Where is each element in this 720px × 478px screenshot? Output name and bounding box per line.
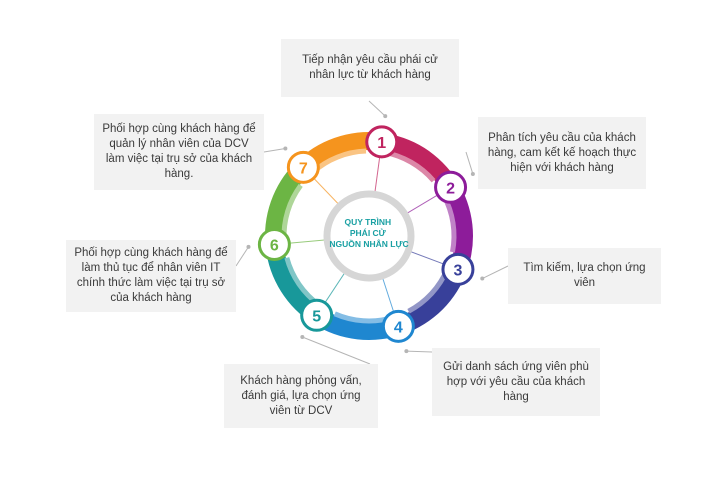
center-title-line-1: QUY TRÌNH: [345, 217, 392, 227]
step-6-badge: [257, 228, 291, 262]
step-4-badge: [381, 309, 415, 343]
connector-line-6: [235, 246, 249, 267]
connector-line-4: [406, 350, 433, 353]
connector-dot-4: [404, 349, 409, 354]
step-5-description: Khách hàng phỏng vấn, đánh giá, lựa chọn…: [224, 364, 378, 428]
step-7-text: Phối hợp cùng khách hàng để quản lý nhân…: [102, 123, 256, 180]
step-5-badge: [300, 298, 334, 332]
step-3-description: Tìm kiếm, lựa chọn ứng viên: [508, 248, 661, 304]
step-1-text: Tiếp nhận yêu cầu phái cử nhân lực từ kh…: [302, 54, 438, 81]
connector-line-7: [263, 148, 286, 153]
step-6-text: Phối hợp cùng khách hàng để làm thủ tục …: [74, 247, 228, 304]
center-circle: [323, 190, 415, 282]
step-4-description: Gửi danh sách ứng viên phù hợp với yêu c…: [432, 348, 600, 416]
step-4-text: Gửi danh sách ứng viên phù hợp với yêu c…: [443, 360, 589, 403]
step-5-text: Khách hàng phỏng vấn, đánh giá, lựa chọn…: [240, 374, 362, 417]
step-4-number: 4: [394, 319, 403, 336]
center-title-line-3: NGUỒN NHÂN LỰC: [329, 238, 408, 249]
connector-line-5: [302, 336, 371, 365]
connector-dot-3: [480, 276, 485, 281]
step-2-description: Phân tích yêu cầu của khách hàng, cam kế…: [478, 117, 646, 189]
connector-line-2: [465, 151, 474, 175]
step-7-badge: [286, 150, 320, 184]
connector-dot-1: [383, 114, 388, 119]
step-3-number: 3: [453, 262, 462, 279]
step-7-description: Phối hợp cùng khách hàng để quản lý nhân…: [94, 114, 264, 190]
step-1-description: Tiếp nhận yêu cầu phái cử nhân lực từ kh…: [281, 39, 459, 97]
connector-line-3: [482, 265, 509, 279]
center-title-line-2: PHÁI CỬ: [350, 227, 387, 238]
connector-dot-6: [246, 244, 251, 249]
connector-dot-2: [470, 171, 475, 176]
connector-dot-7: [283, 146, 288, 151]
step-7-number: 7: [299, 160, 308, 177]
step-6-number: 6: [270, 238, 279, 255]
connector-line-1: [368, 100, 386, 117]
step-6-description: Phối hợp cùng khách hàng để làm thủ tục …: [66, 240, 236, 312]
step-2-text: Phân tích yêu cầu của khách hàng, cam kế…: [487, 131, 637, 174]
step-2-badge: [434, 170, 468, 204]
step-3-text: Tìm kiếm, lựa chọn ứng viên: [523, 262, 646, 289]
step-5-number: 5: [312, 308, 321, 325]
step-1-badge: [365, 125, 399, 159]
step-3-badge: [441, 252, 475, 286]
connector-dot-5: [300, 334, 305, 339]
step-2-number: 2: [446, 180, 455, 197]
center-title: QUY TRÌNH PHÁI CỬ NGUỒN NHÂN LỰC: [329, 217, 408, 249]
step-1-number: 1: [377, 135, 386, 152]
